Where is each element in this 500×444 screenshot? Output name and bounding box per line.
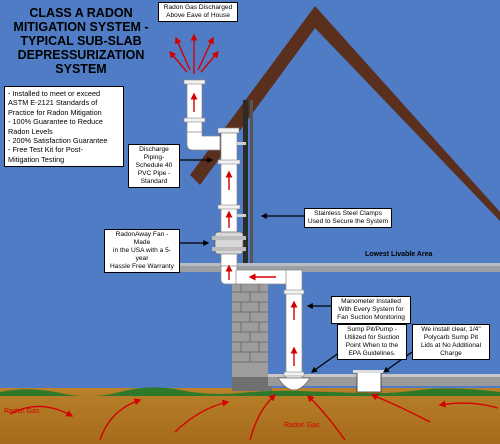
title-line: DEPRESSURIZATION: [17, 48, 145, 62]
radon-fan: [212, 231, 246, 255]
label-line: RadonAway Fan - Made: [115, 231, 169, 246]
manometer-label: Manometer Installed With Every System fo…: [331, 296, 411, 324]
label-line: Schedule 40: [135, 162, 173, 169]
suction-pit: [277, 377, 311, 391]
radon-gas-label-left: Radon Gas: [4, 408, 40, 415]
label-line: We install clear, 1/4": [421, 326, 481, 333]
wall-stud: [250, 100, 253, 270]
label-line: Fan Suction Monitoring: [337, 314, 405, 321]
basement-slab: [268, 377, 500, 386]
clamp: [236, 142, 246, 145]
label-line: Piping-: [143, 154, 165, 161]
label-line: Hassle Free Warranty: [110, 263, 174, 270]
foundation-wall: [232, 272, 268, 377]
pipe-elbow-upper: [186, 131, 221, 151]
bullet-line: Practice for Radon Mitigation: [8, 107, 102, 117]
floor-level: [150, 266, 500, 272]
clamp: [236, 214, 246, 217]
lowest-livable-area-label: Lowest Livable Area: [365, 251, 433, 258]
label-line: Standard: [140, 178, 168, 185]
bullet-line: - 200% Satisfaction Guarantee: [8, 136, 108, 146]
clamps-label: Stainless Steel Clamps Used to Secure th…: [304, 208, 392, 228]
fan-label: RadonAway Fan - Made in the USA with a 5…: [104, 229, 180, 273]
bullet-line: - Free Test Kit for Post-: [8, 145, 83, 155]
label-line: Utilized for Suction: [344, 334, 400, 341]
label-line: EPA Guidelines.: [348, 350, 396, 357]
footing: [232, 377, 272, 391]
soil: [0, 388, 500, 444]
label-line: With Every System for: [338, 306, 404, 313]
label-line: Charge: [440, 350, 462, 357]
wall-stud: [243, 100, 248, 270]
diagram-title: CLASS A RADON MITIGATION SYSTEM - TYPICA…: [6, 6, 156, 76]
radon-flow-arrows: [169, 33, 298, 366]
bullet-line: Mitigation Testing: [8, 154, 65, 164]
label-line: Lids at No Additional: [420, 342, 482, 349]
title-line: SYSTEM: [55, 62, 107, 76]
label-line: Manometer Installed: [341, 298, 401, 305]
bullet-line: ASTM E-2121 Standards of: [8, 98, 98, 108]
label-line: Stainless Steel Clamps: [314, 210, 382, 217]
label-line: PVC Pipe -: [137, 170, 171, 177]
discharge-label: Radon Gas Discharged Above Eave of House: [158, 2, 238, 22]
radon-gas-label-right: Radon Gas: [284, 422, 320, 429]
label-line: Above Eave of House: [166, 12, 230, 19]
bullet-line: Radon Levels: [8, 126, 53, 136]
sump-pit: [356, 371, 382, 393]
title-line: MITIGATION SYSTEM -: [13, 20, 149, 34]
title-line: TYPICAL SUB-SLAB: [20, 34, 142, 48]
title-line: CLASS A RADON: [29, 6, 133, 20]
label-line: in the USA with a 5-year: [113, 247, 171, 262]
sump-label: Sump Pit/Pump - Utilized for Suction Poi…: [337, 324, 407, 360]
bullet-line: - 100% Guarantee to Reduce: [8, 117, 103, 127]
label-line: Used to Secure the System: [307, 218, 389, 225]
label-line: Sump Pit/Pump -: [347, 326, 397, 333]
discharge-piping-label: Discharge Piping- Schedule 40 PVC Pipe -…: [128, 144, 180, 188]
label-line: Discharge: [139, 146, 169, 153]
label-line: Radon Gas Discharged: [163, 4, 233, 11]
polycarb-label: We install clear, 1/4" Polycarb Sump Pit…: [412, 324, 490, 360]
bullet-line: - Installed to meet or exceed: [8, 89, 101, 98]
label-line: Point When to the: [345, 342, 399, 349]
guarantee-box: - Installed to meet or exceed ASTM E-212…: [4, 86, 124, 168]
label-line: Polycarb Sump Pit: [423, 334, 479, 341]
